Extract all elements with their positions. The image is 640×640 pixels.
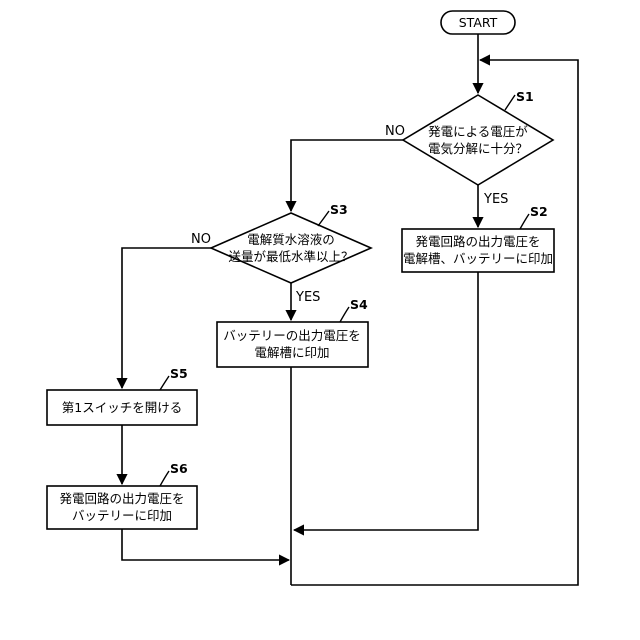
process-s5-line1: 第1スイッチを開ける	[62, 400, 182, 415]
s1-yes-label: YES	[483, 192, 508, 207]
step-s4-tick	[340, 307, 349, 322]
decision-s1	[403, 95, 553, 185]
step-s5-id: S5	[170, 366, 188, 381]
process-s6-line2: バッテリーに印加	[72, 508, 172, 523]
arrow-s1-no-to-s3	[291, 140, 403, 211]
step-s4-id: S4	[350, 297, 368, 312]
step-s2-id: S2	[530, 204, 548, 219]
step-s1-tick	[505, 95, 515, 110]
decision-s1-line2: 電気分解に十分？	[428, 141, 528, 156]
arrow-s6-to-merge	[122, 529, 289, 560]
step-s3-id: S3	[330, 202, 348, 217]
step-s6-tick	[160, 471, 169, 486]
arrow-s2-to-merge	[294, 272, 478, 530]
process-s6-line1: 発電回路の出力電圧を	[59, 491, 184, 506]
step-s6-id: S6	[170, 461, 188, 476]
step-s3-tick	[318, 211, 329, 226]
step-s5-tick	[160, 376, 169, 390]
step-s1-id: S1	[516, 89, 534, 104]
process-s4-line1: バッテリーの出力電圧を	[223, 328, 361, 343]
process-s2-line1: 発電回路の出力電圧を	[415, 234, 540, 249]
step-s2-tick	[520, 214, 529, 229]
process-s4-line2: 電解槽に印加	[254, 345, 329, 360]
arrow-s3-no-to-s5	[122, 248, 211, 388]
decision-s3	[211, 213, 371, 283]
s1-no-label: NO	[385, 124, 405, 139]
decision-s3-line1: 電解質水溶液の	[247, 232, 335, 247]
s3-yes-label: YES	[295, 290, 320, 305]
start-label: START	[459, 15, 498, 30]
decision-s1-line1: 発電による電圧が	[428, 124, 528, 139]
decision-s3-line2: 送量が最低水準以上？	[228, 249, 353, 264]
process-s2-line2: 電解槽、バッテリーに印加	[403, 251, 553, 266]
s3-no-label: NO	[191, 232, 211, 247]
